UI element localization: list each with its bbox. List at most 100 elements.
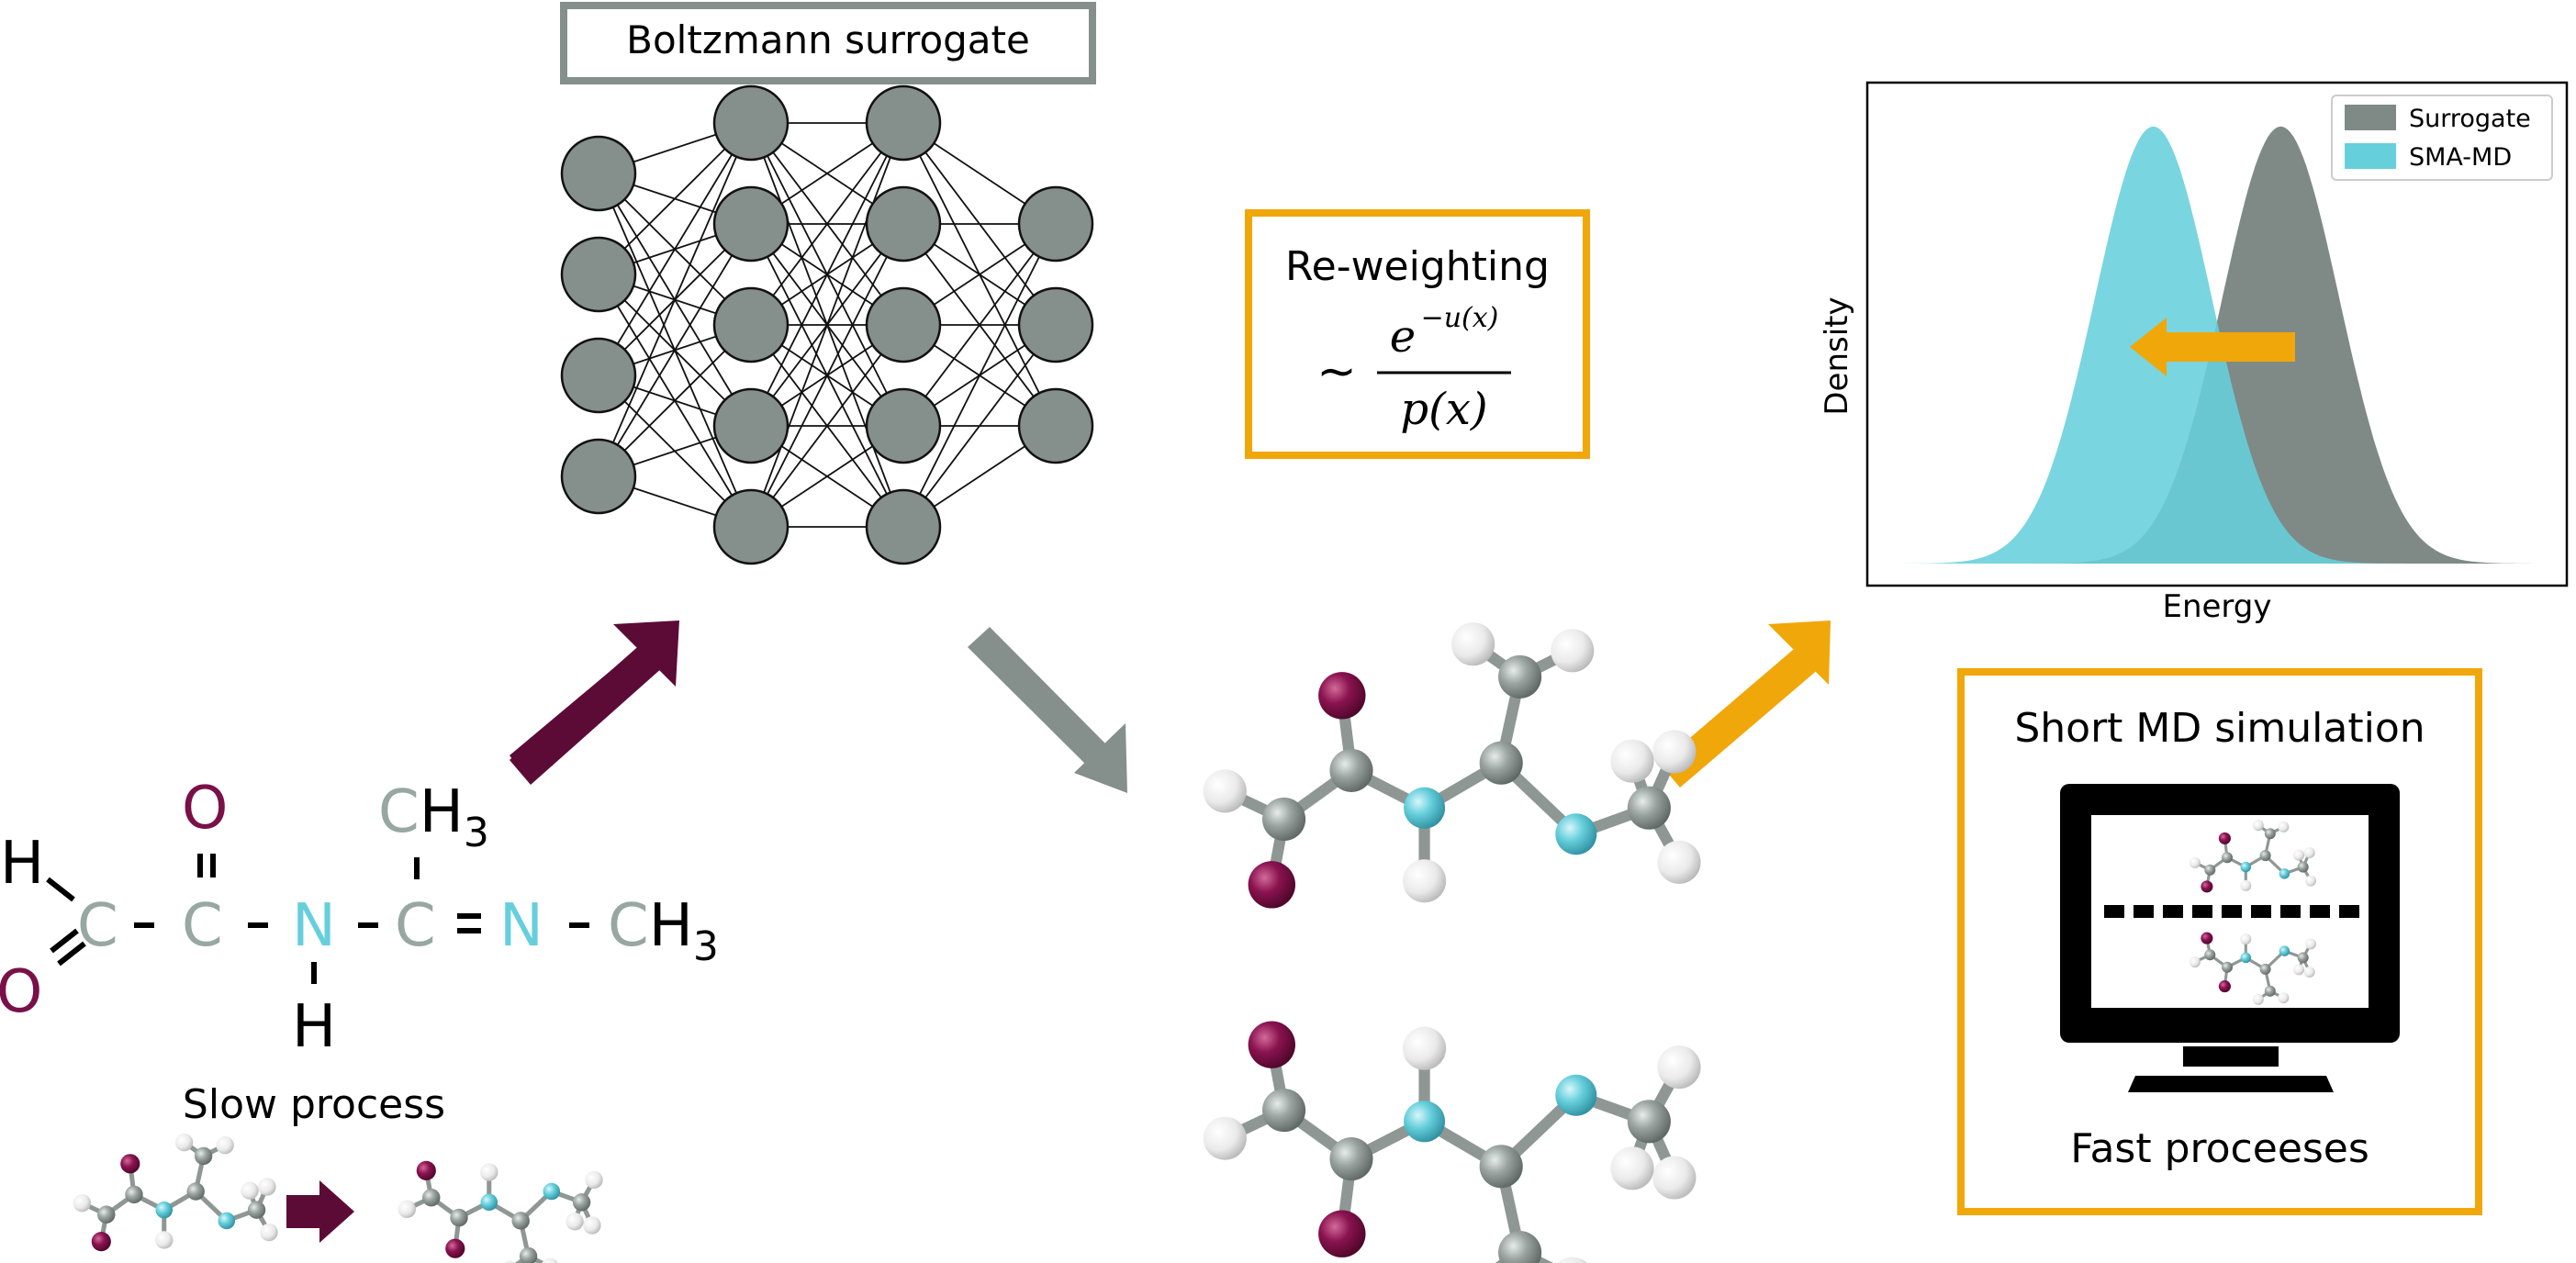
nitrogen-atom: [1404, 787, 1446, 829]
carbon-atom: [186, 1182, 205, 1201]
hydrogen-atom: [1451, 622, 1495, 666]
network-edge: [750, 324, 904, 528]
network-node: [712, 286, 790, 363]
reweighting-frame: [1245, 209, 1590, 459]
network-edge: [598, 223, 752, 477]
neural-network: Boltzmann surrogate: [560, 2, 1096, 565]
atom-ch3-top-sub: 3: [464, 810, 489, 856]
oxygen-atom: [416, 1160, 436, 1180]
nitrogen-atom: [543, 1182, 561, 1201]
carbon-atom: [97, 1205, 116, 1224]
hydrogen-atom: [1657, 840, 1701, 884]
hydrogen-atom: [2240, 879, 2252, 891]
network-node: [1017, 286, 1094, 363]
arrow-to-chart-shaft: [1660, 644, 1820, 788]
network-node: [560, 337, 637, 414]
hydrogen-atom: [1652, 1156, 1697, 1200]
reweighting-tilde: ∼: [1316, 344, 1357, 399]
hydrogen-atom: [2303, 966, 2315, 978]
carbon-atom: [2264, 828, 2276, 840]
structural-formula: H C O C O N H C CH3 N CH3: [0, 775, 719, 1061]
carbon-atom: [519, 1246, 538, 1263]
hydrogen-atom: [2292, 849, 2305, 861]
hydrogen-atom: [2189, 956, 2201, 968]
carbon-atom: [1627, 786, 1671, 830]
oxygen-atom: [1318, 672, 1366, 720]
md-caption: Fast proceeses: [2070, 1125, 2369, 1172]
network-edge: [902, 223, 1057, 528]
oxygen-atom: [2201, 932, 2213, 944]
atom-o2: O: [0, 958, 42, 1026]
carbon-atom: [2221, 961, 2234, 973]
carbon-atom: [1627, 1100, 1671, 1144]
hydrogen-atom: [2278, 821, 2290, 833]
hydrogen-atom: [241, 1181, 259, 1200]
bond-h-c1: [46, 877, 75, 902]
chart-xlabel: Energy: [2162, 588, 2271, 625]
bond-c1-o2-a: [50, 928, 79, 954]
network-node: [1017, 387, 1094, 464]
nitrogen-atom: [2279, 945, 2290, 956]
atom-ch3-right: CH3: [608, 892, 719, 970]
nitrogen-atom: [2279, 868, 2290, 879]
network-node: [560, 236, 637, 313]
network-edge: [750, 122, 904, 326]
reweighting-numerator-base: e: [1390, 311, 1416, 363]
reweighting-numerator-exponent: −u(x): [1421, 302, 1499, 334]
atom-ch3-right-c: C: [608, 892, 649, 960]
legend-swatch-surrogate: [2345, 105, 2396, 130]
monitor-base: [2128, 1076, 2334, 1092]
flow-arrows: [510, 620, 1831, 793]
network-node: [712, 84, 790, 162]
network-node: [560, 135, 637, 212]
monitor-icon: [2060, 784, 2400, 1092]
hydrogen-atom: [480, 1163, 498, 1181]
atom-h-n: H: [292, 993, 336, 1061]
atom-ch3-top-h: H: [420, 778, 464, 846]
chart-ylabel: Density: [1819, 296, 1855, 415]
carbon-atom: [1479, 1145, 1523, 1189]
hydrogen-atom: [260, 1223, 278, 1242]
hydrogen-atom: [1402, 1026, 1447, 1070]
carbon-atom: [2204, 864, 2216, 876]
network-edges: [598, 122, 1057, 528]
arrow-to-samples-shaft: [968, 627, 1107, 766]
oxygen-atom: [445, 1238, 465, 1258]
hydrogen-atom: [2304, 875, 2317, 887]
slow-process-arrow: [286, 1180, 354, 1243]
nitrogen-atom: [1404, 1101, 1446, 1143]
molecule-screen-bottom: [2189, 932, 2317, 1005]
atom-ch3-top-c: C: [378, 778, 420, 846]
hydrogen-atom: [1203, 769, 1247, 813]
molecule-sample-bottom: [1203, 1021, 1701, 1263]
atom-ch3-top: CH3: [378, 778, 489, 856]
carbon-atom: [422, 1189, 441, 1207]
md-frame: [1957, 668, 2482, 1215]
legend-swatch-sma-md: [2345, 143, 2396, 169]
carbon-atom: [1498, 654, 1542, 699]
network-node: [865, 488, 942, 565]
oxygen-atom: [120, 1154, 140, 1174]
hydrogen-atom: [2303, 846, 2315, 859]
network-node: [712, 185, 790, 263]
carbon-atom: [2259, 850, 2271, 862]
legend-label-sma-md: SMA-MD: [2409, 143, 2512, 172]
chart-legend: Surrogate SMA-MD: [2331, 95, 2553, 181]
carbon-atom: [2259, 963, 2271, 975]
legend-label-surrogate: Surrogate: [2409, 105, 2531, 133]
slow-process-caption: Slow process: [183, 1081, 445, 1128]
hydrogen-atom: [258, 1178, 276, 1196]
hydrogen-atom: [1551, 629, 1595, 673]
nitrogen-atom: [2240, 952, 2252, 964]
network-nodes: [560, 84, 1094, 565]
hydrogen-atom: [1402, 859, 1447, 903]
atom-c4: C: [395, 892, 436, 960]
carbon-atom: [2264, 985, 2276, 997]
hydrogen-atom: [566, 1213, 584, 1231]
network-node: [1017, 185, 1094, 263]
nitrogen-atom: [218, 1212, 236, 1230]
hydrogen-atom: [1610, 1146, 1654, 1190]
surrogate-title: Boltzmann surrogate: [626, 17, 1030, 62]
carbon-atom: [1261, 797, 1306, 842]
carbon-atom: [2297, 952, 2309, 964]
